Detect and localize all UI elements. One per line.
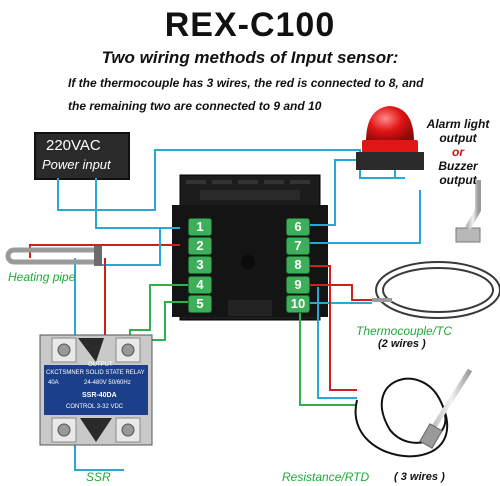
ssr-current: 40A [48, 380, 59, 386]
terminal-10: 10 [286, 295, 310, 313]
ssr-brand: CKCTSMNER SOLID STATE RELAY [46, 370, 145, 376]
wire-power-alarm [57, 149, 405, 211]
power-voltage: 220VAC [46, 137, 101, 154]
ssr-label: SSR [86, 470, 111, 484]
rtd-wires-label: ( 3 wires ) [394, 471, 445, 483]
terminal-4: 4 [188, 276, 212, 294]
wire-heater-2 [29, 244, 180, 258]
heating-pipe [5, 246, 102, 266]
wire-alarm-7 [310, 190, 421, 244]
rtd-label: Resistance/RTD [282, 470, 370, 484]
alarm-line-2: output [439, 131, 477, 145]
thermocouple-probe [372, 180, 500, 319]
terminal-8: 8 [286, 256, 310, 274]
terminal-7: 7 [286, 237, 310, 255]
power-input-box: 220VAC Power input [34, 132, 130, 180]
wire-heater-ssr-2 [74, 258, 124, 471]
note-line-2: the remaining two are connected to 9 and… [68, 99, 322, 113]
alarm-line-3: Buzzer [438, 159, 478, 173]
ssr-control: CONTROL 3-32 VDC [66, 404, 124, 410]
ssr-module [39, 334, 153, 446]
alarm-line-4: output [439, 173, 477, 187]
terminal-1: 1 [188, 218, 212, 236]
thermocouple-label: Thermocouple/TC [356, 324, 453, 338]
ssr-model: SSR-40DA [82, 392, 117, 399]
alarm-light [356, 106, 424, 170]
wire-heater-1 [99, 228, 161, 266]
alarm-or: or [452, 145, 464, 159]
note-line-1: If the thermocouple has 3 wires, the red… [68, 76, 424, 90]
terminal-3: 3 [188, 256, 212, 274]
terminal-9: 9 [286, 276, 310, 294]
terminal-5: 5 [188, 295, 212, 313]
terminal-2: 2 [188, 237, 212, 255]
wire-rtd-9 [317, 287, 357, 399]
wire-rtd-10 [299, 312, 357, 406]
heating-pipe-label: Heating pipe [8, 270, 76, 284]
terminal-6: 6 [286, 218, 310, 236]
alarm-label: Alarm light output or Buzzer output [420, 117, 496, 187]
ssr-output-label: OUTPUT [88, 362, 113, 368]
ssr-output-range: 24-480V 50/60Hz [84, 380, 131, 386]
page-subtitle: Two wiring methods of Input sensor: [101, 48, 399, 67]
wire-rtd-8 [310, 265, 357, 391]
thermocouple-wires-label: (2 wires ) [378, 338, 426, 350]
alarm-line-1: Alarm light [426, 117, 490, 131]
power-label: Power input [42, 157, 111, 172]
page-title: REX-C100 [164, 6, 336, 44]
wire-power-1 [95, 178, 180, 229]
wires [29, 149, 421, 471]
rtd-probe [354, 368, 473, 458]
